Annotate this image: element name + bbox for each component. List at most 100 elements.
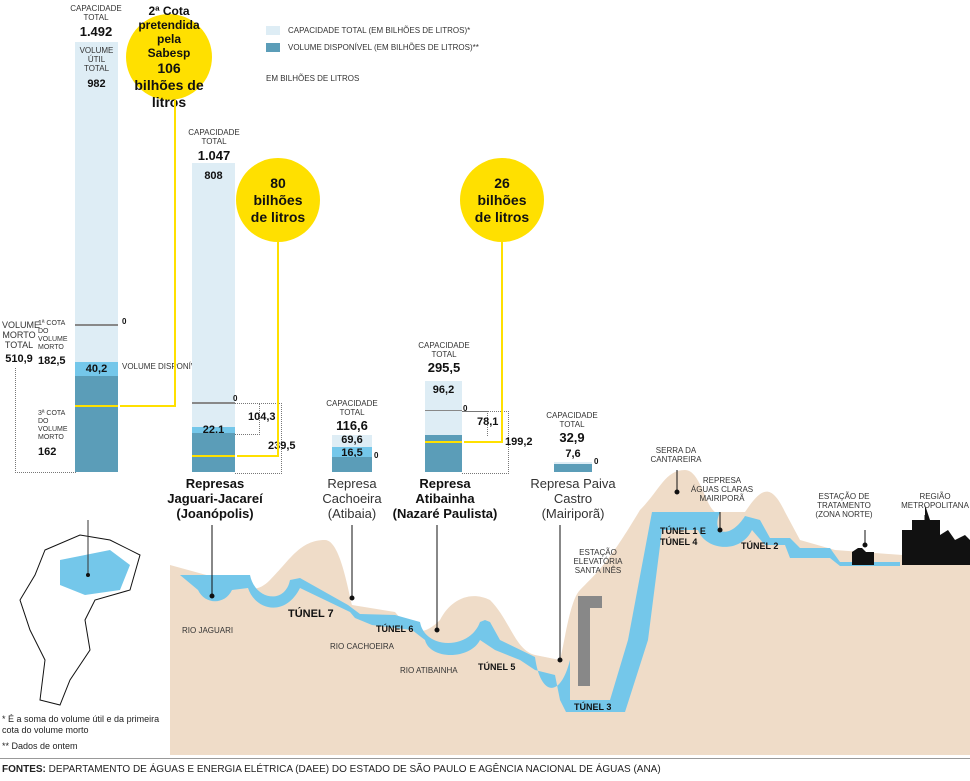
available-bar: [75, 362, 118, 376]
dead-volume-value: 78,1: [477, 416, 499, 428]
cantareira-util-label: VOLUME ÚTIL TOTAL: [79, 46, 114, 73]
dead-volume-bar: [75, 376, 118, 472]
cap-value: 32,9: [559, 430, 585, 445]
reservoir-name: Represa Cachoeira: [322, 476, 382, 506]
sao-paulo-map: [19, 520, 141, 706]
util-value: 7,6: [565, 448, 581, 460]
zero-line: [75, 324, 118, 326]
dead-volume-bar: [332, 457, 372, 472]
label-tunel-5: TÚNEL 5: [478, 662, 516, 672]
legend-available: VOLUME DISPONÍVEL (EM BILHÕES DE LITROS)…: [288, 43, 479, 52]
util-value: 69,6: [341, 434, 363, 446]
total-dead-value: 239,5: [268, 440, 296, 452]
available-bar: [192, 427, 235, 433]
callout-line: [277, 242, 279, 457]
available-bar: [554, 464, 592, 472]
cota3-value: 162: [38, 446, 57, 458]
pump-station-icon: [578, 596, 590, 686]
reservoir-name: Represa Paiva Castro: [530, 476, 616, 506]
cota1-label: 1ª COTA DO VOLUME MORTO: [38, 320, 68, 351]
legend-capacity: CAPACIDADE TOTAL (EM BILHÕES DE LITROS)*: [288, 26, 471, 35]
label-tunel-3: TÚNEL 3: [574, 702, 612, 712]
cap-label: CAPACIDADE TOTAL: [418, 341, 470, 359]
cap-value: 1.047: [197, 148, 231, 163]
zero-label: 0: [374, 451, 379, 460]
zero-line: [192, 402, 235, 404]
reservoir-name: Represas Jaguari-Jacareí: [167, 476, 263, 506]
reservoir-city: (Mairiporã): [541, 506, 605, 521]
cantareira-util-value: 982: [87, 78, 106, 90]
cota1-value: 182,5: [38, 355, 66, 367]
legend-unit: EM BILHÕES DE LITROS: [266, 74, 360, 83]
cantareira-capacity-bar: [75, 42, 118, 362]
dead-volume-value: 104,3: [248, 411, 276, 423]
dead-volume-value: 510,9: [5, 353, 33, 365]
reservoir-name: Represa Atibainha: [415, 476, 475, 506]
label-estacao-tratamento: ESTAÇÃO DE TRATAMENTO (ZONA NORTE): [815, 492, 873, 519]
bracket: [462, 411, 509, 474]
cap-label: CAPACIDADE TOTAL: [326, 399, 378, 417]
skyline-icon: [902, 505, 970, 565]
cap-value: 116,6: [336, 418, 368, 433]
water: [180, 512, 900, 712]
cap-label: CAPACIDADE TOTAL: [188, 128, 240, 146]
callout-text: 26 bilhões de litros: [474, 174, 530, 225]
capacity-bar: [332, 435, 372, 447]
capacity-bar: [554, 462, 592, 464]
label-represa-aguas-claras: REPRESA ÁGUAS CLARAS MAIRIPORÃ: [690, 476, 754, 503]
label-tunel-6: TÚNEL 6: [376, 624, 414, 634]
footnote: ** Dados de ontem: [2, 741, 78, 751]
cantareira-cap-value: 1.492: [79, 24, 113, 39]
callout-26: 26 bilhões de litros: [460, 158, 544, 242]
callout-text: 80 bilhões de litros: [250, 174, 306, 225]
available-label: VOLUME DISPONÍVEL: [122, 362, 207, 371]
label-estacao-elevatoria: ESTAÇÃO ELEVATÓRIA SANTA INÊS: [573, 548, 623, 575]
reservoir-city: (Atibaia): [327, 506, 377, 521]
zero-label: 0: [122, 317, 127, 326]
capacity-bar: [192, 163, 235, 427]
zero-label: 0: [463, 404, 468, 413]
bracket: [235, 403, 282, 474]
callout-line: [174, 100, 176, 407]
sources: FONTES: DEPARTAMENTO DE ÁGUAS E ENERGIA …: [2, 764, 661, 775]
capacity-bar: [425, 381, 462, 435]
label-rio-cachoeira: RIO CACHOEIRA: [330, 642, 395, 651]
divider: [0, 758, 970, 759]
callout-line: [120, 405, 176, 407]
legend-swatch-available: [266, 43, 280, 52]
sources-label: FONTES:: [2, 764, 46, 775]
label-tunel-1-4: TÚNEL 1 E TÚNEL 4: [660, 526, 706, 547]
total-dead-value: 199,2: [505, 436, 533, 448]
dead-volume-label: VOLUME MORTO TOTAL: [2, 320, 41, 350]
label-serra-cantareira: SERRA DA CANTAREIRA: [650, 446, 702, 464]
label-rio-jaguari: RIO JAGUARI: [182, 626, 234, 635]
available-value: 40,2: [85, 363, 108, 375]
util-value: 808: [204, 170, 223, 182]
cap-label: CAPACIDADE TOTAL: [546, 411, 598, 429]
cap-value: 295,5: [427, 360, 461, 375]
target-line: [192, 455, 235, 457]
label-rio-atibainha: RIO ATIBAINHA: [400, 666, 458, 675]
label-regiao-metropolitana: REGIÃO METROPOLITANA: [901, 492, 969, 510]
available-value: 16,5: [341, 447, 363, 459]
zero-line: [425, 410, 462, 411]
dead-volume-bar: [192, 433, 235, 472]
reservoir-city: (Nazaré Paulista): [392, 506, 498, 521]
label-tunel-2: TÚNEL 2: [741, 541, 779, 551]
target-line: [75, 405, 118, 407]
zero-label: 0: [233, 394, 238, 403]
footnote: * É a soma do volume útil e da primeira …: [2, 714, 160, 735]
callout-value: 106 bilhões de litros: [134, 59, 204, 110]
sources-text: DEPARTAMENTO DE ÁGUAS E ENERGIA ELÉTRICA…: [48, 764, 661, 775]
label-tunel-7: TÚNEL 7: [288, 608, 334, 620]
callout-80: 80 bilhões de litros: [236, 158, 320, 242]
callout-text: 2ª Cota pretendida pela Sabesp: [138, 3, 200, 60]
cota3-label: 3ª COTA DO VOLUME MORTO: [38, 410, 68, 441]
available-bar: [332, 447, 372, 457]
util-value: 96,2: [432, 384, 455, 396]
cantareira-cap-label: CAPACIDADE TOTAL: [70, 4, 122, 22]
target-line: [425, 441, 462, 443]
callout-line: [237, 455, 279, 457]
